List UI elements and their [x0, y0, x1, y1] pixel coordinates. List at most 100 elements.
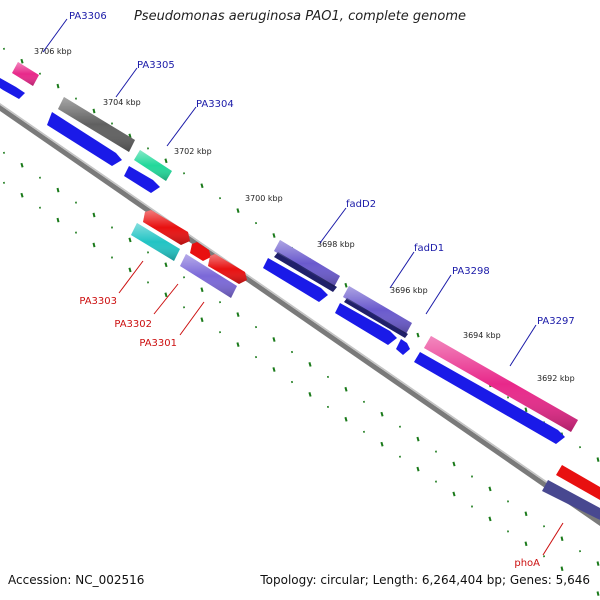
- label-leaders-top: [42, 18, 537, 367]
- gene-labels-bottom: PA3303 PA3302 PA3301 phoA: [79, 296, 540, 569]
- tick-mark: [524, 541, 528, 547]
- tick-mark: [56, 83, 60, 89]
- leader-line: [42, 18, 68, 53]
- tick-mark: [56, 187, 60, 193]
- gene-label-pa3301[interactable]: PA3301: [139, 338, 177, 349]
- tick-mark: [416, 332, 420, 338]
- gene-label-phoa[interactable]: phoA: [514, 558, 540, 569]
- tick-mark: [200, 287, 204, 293]
- gene-shade: [274, 240, 340, 287]
- tick-mark: [56, 217, 60, 223]
- gene-label-fadd2[interactable]: fadD2: [346, 199, 376, 210]
- tick-mark: [92, 242, 96, 248]
- leader-line: [389, 251, 415, 289]
- tick-mark: [416, 436, 420, 442]
- cds-feature[interactable]: [263, 258, 328, 302]
- tick-mark: [272, 337, 276, 342]
- tick-mark: [488, 516, 492, 522]
- tick-mark: [200, 317, 204, 323]
- ruler: 3706 kbp 3704 kbp 3702 kbp 3700 kbp 3698…: [34, 47, 575, 383]
- cds-track-forward: [0, 78, 565, 444]
- cds-feature[interactable]: [335, 303, 397, 345]
- tick-mark: [20, 192, 24, 198]
- tick-mark: [344, 386, 348, 392]
- label-leaders-bottom: [118, 260, 564, 556]
- cds-feature[interactable]: [414, 352, 565, 444]
- leader-line: [179, 301, 205, 336]
- tick-mark: [452, 491, 456, 497]
- gene-label-fadd1[interactable]: fadD1: [414, 243, 444, 254]
- tick-mark: [344, 282, 348, 288]
- tick-mark: [164, 292, 168, 298]
- tick-mark: [380, 441, 384, 447]
- leader-line: [425, 274, 452, 315]
- tick-mark: [344, 416, 348, 422]
- tick-mark: [236, 312, 240, 317]
- leader-line: [153, 283, 179, 315]
- tick-mark: [200, 183, 204, 189]
- cds-feature[interactable]: [0, 78, 25, 99]
- tick-mark: [524, 407, 528, 413]
- leader-line: [542, 522, 564, 556]
- leader-line: [319, 207, 347, 244]
- gene-label-pa3303[interactable]: PA3303: [79, 296, 117, 307]
- ruler-label: 3692 kbp: [537, 374, 575, 383]
- gene-shade: [424, 336, 578, 432]
- gene-feature-fadd1-c[interactable]: [344, 298, 408, 338]
- tick-mark: [20, 58, 24, 64]
- gene-feature-phoa[interactable]: [556, 465, 600, 500]
- gene-label-pa3304[interactable]: PA3304: [196, 99, 234, 110]
- gene-shade: [134, 150, 172, 181]
- tick-mark: [272, 367, 276, 372]
- gene-shade: [208, 254, 247, 284]
- tick-mark: [524, 511, 528, 517]
- tick-mark: [164, 158, 168, 164]
- gene-feature-phoa-b[interactable]: [542, 480, 600, 520]
- tick-mark: [92, 212, 96, 218]
- tick-mark: [164, 262, 168, 268]
- tick-mark: [128, 267, 132, 273]
- ruler-label: 3704 kbp: [103, 98, 141, 107]
- tick-mark: [236, 342, 240, 347]
- ruler-label: 3702 kbp: [174, 147, 212, 156]
- tick-mark: [308, 392, 312, 397]
- gene-label-pa3305[interactable]: PA3305: [137, 60, 175, 71]
- tick-mark: [128, 237, 132, 243]
- tick-mark: [560, 566, 564, 572]
- gene-feature-fadd1[interactable]: [274, 252, 337, 292]
- genome-summary-text: Topology: circular; Length: 6,264,404 bp…: [260, 573, 590, 587]
- leader-line: [115, 67, 138, 98]
- tick-mark: [488, 486, 492, 492]
- gene-label-pa3306[interactable]: PA3306: [69, 11, 107, 22]
- leader-line: [166, 106, 197, 147]
- tick-mark: [272, 233, 276, 238]
- map-title: Pseudomonas aeruginosa PAO1, complete ge…: [133, 9, 467, 24]
- ruler-label: 3698 kbp: [317, 240, 355, 249]
- gene-feature-pa3302-b[interactable]: [190, 242, 211, 261]
- ruler-label: 3696 kbp: [390, 286, 428, 295]
- gene-label-pa3298[interactable]: PA3298: [452, 266, 490, 277]
- ruler-label: 3706 kbp: [34, 47, 72, 56]
- accession-text: Accession: NC_002516: [8, 573, 145, 587]
- tick-mark: [596, 457, 600, 462]
- cds-feature[interactable]: [124, 166, 160, 193]
- gene-shade: [343, 286, 412, 334]
- tick-mark: [596, 591, 600, 596]
- tick-mark: [308, 362, 312, 367]
- tick-mark: [92, 108, 96, 114]
- backbone: [0, 103, 600, 526]
- backbone-highlight: [0, 103, 600, 520]
- tick-mark: [20, 162, 24, 168]
- gene-track-bottom: [131, 210, 600, 520]
- tick-mark: [236, 208, 240, 213]
- tick-mark: [380, 411, 384, 417]
- tick-mark: [452, 461, 456, 467]
- tick-mark: [416, 466, 420, 472]
- gene-shade: [131, 223, 180, 261]
- gene-label-pa3297[interactable]: PA3297: [537, 316, 575, 327]
- cds-feature[interactable]: [396, 339, 410, 355]
- gene-label-pa3302[interactable]: PA3302: [114, 319, 152, 330]
- cds-feature[interactable]: [47, 112, 122, 166]
- gene-shade: [143, 210, 190, 245]
